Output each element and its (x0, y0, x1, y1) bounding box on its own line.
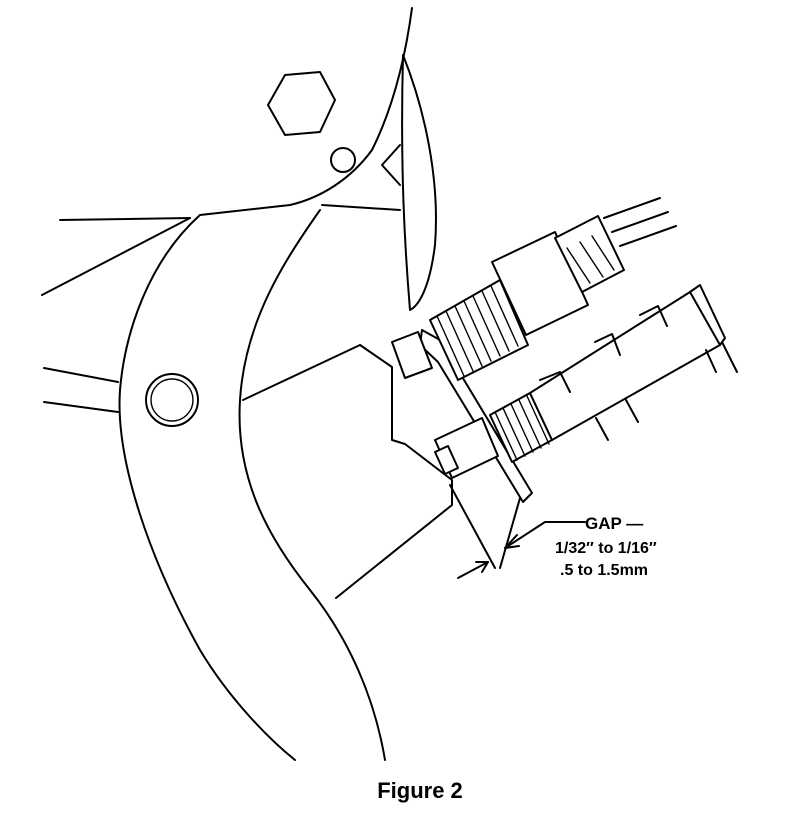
gap-metric-range: .5 to 1.5mm (560, 562, 649, 579)
upper-jaw (199, 7, 437, 311)
small-pin-icon (330, 147, 356, 173)
figure-caption: Figure 2 (0, 778, 800, 804)
pivot-pin-icon (145, 373, 199, 427)
top-switch (391, 197, 677, 381)
gap-imperial-range: 1/32″ to 1/16″ (555, 540, 657, 557)
lower-jaw (41, 204, 453, 761)
figure-caption-text: Figure 2 (377, 778, 463, 803)
bottom-switch (434, 284, 738, 479)
hex-nut-icon (267, 71, 336, 136)
gap-label: GAP — (585, 514, 644, 533)
gap-dimension (457, 521, 586, 579)
